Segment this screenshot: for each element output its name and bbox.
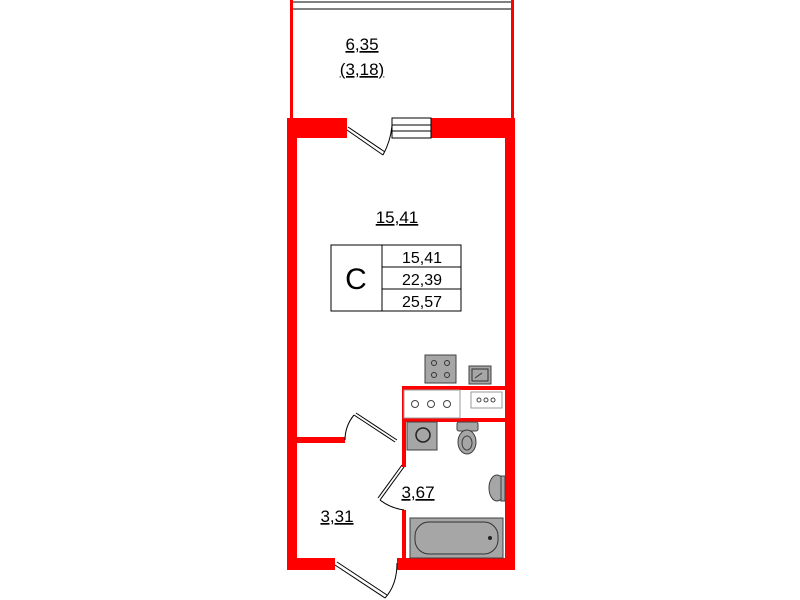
- apartment-type: С: [345, 263, 367, 296]
- summary-total-with-balcony: 25,57: [402, 294, 442, 311]
- balcony-area: 6,35: [345, 35, 378, 54]
- bathtub-icon: [409, 517, 504, 559]
- bathroom-area: 3,67: [401, 483, 434, 502]
- stove-icon: [424, 354, 457, 384]
- hall-door[interactable]: [344, 412, 398, 443]
- toilet-icon: [456, 421, 479, 455]
- window: [391, 117, 432, 139]
- entrance-door[interactable]: [334, 561, 398, 599]
- summary-living-area: 15,41: [402, 250, 442, 267]
- hall-area: 3,31: [320, 507, 353, 526]
- counter: [403, 389, 503, 419]
- living-area: 15,41: [376, 208, 419, 227]
- washbasin-icon: [488, 474, 506, 502]
- summary-total-area: 22,39: [402, 272, 442, 289]
- walls: [287, 118, 515, 570]
- balcony: [290, 0, 514, 120]
- kitchen-sink-icon: [468, 365, 492, 385]
- washing-machine-icon: [406, 421, 438, 451]
- balcony-door[interactable]: [346, 124, 393, 156]
- bathroom-door[interactable]: [377, 464, 405, 511]
- summary-table: С 15,41 22,39 25,57: [330, 244, 462, 312]
- balcony-reduced-area: (3,18): [340, 60, 384, 79]
